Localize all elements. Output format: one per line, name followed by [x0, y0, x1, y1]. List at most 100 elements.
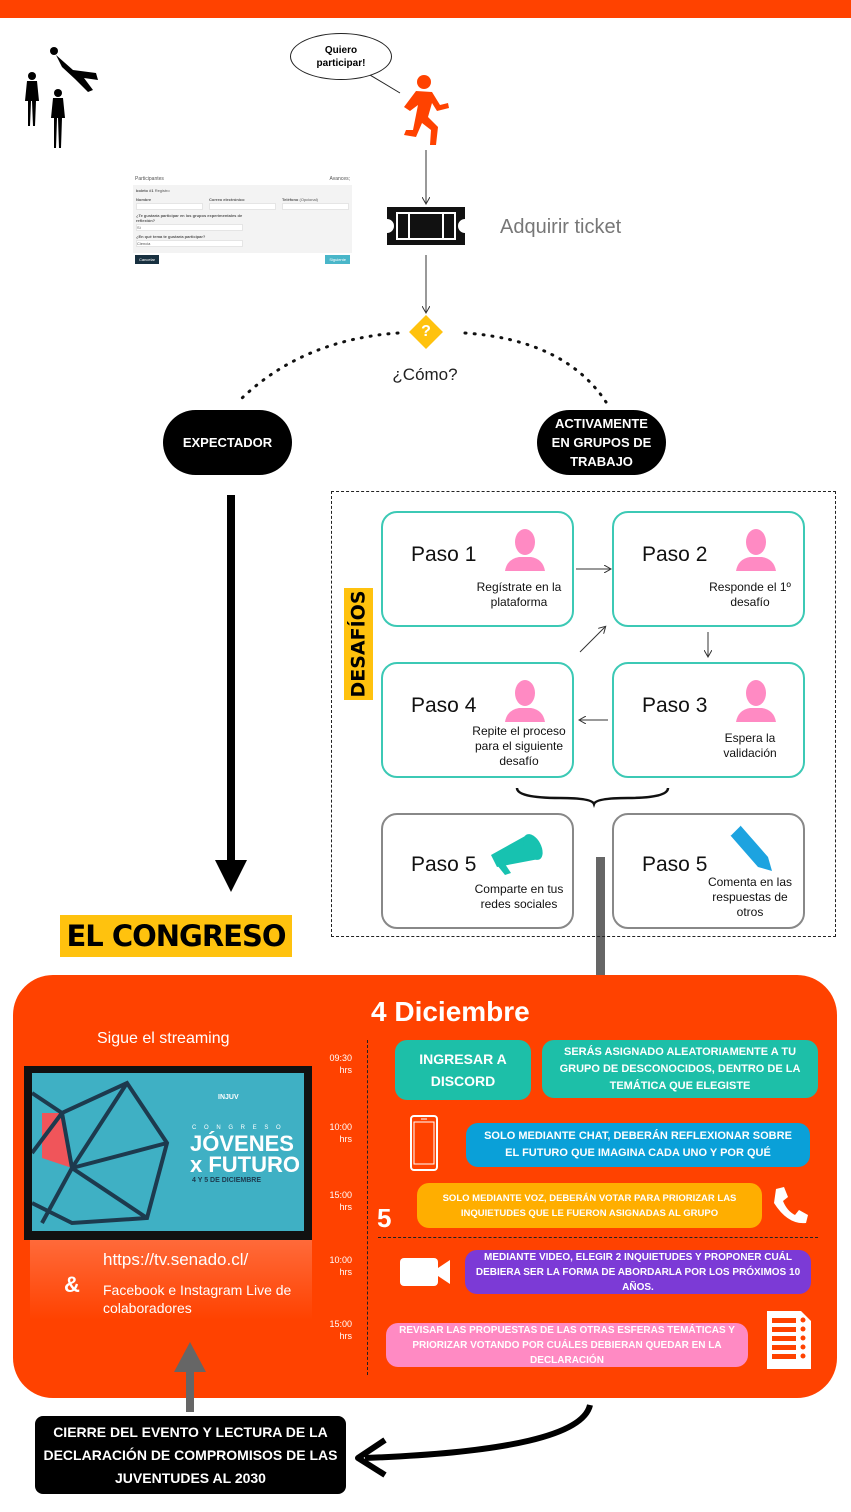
time-unit: hrs [339, 1134, 352, 1144]
big-arrow-shaft [227, 495, 235, 863]
cancel-button[interactable]: Cancelar [135, 255, 160, 264]
assignment-box: SERÁS ASIGNADO ALEATORIAMENTE A TU GRUPO… [542, 1040, 818, 1098]
dotted-arc-right [463, 331, 608, 404]
injuv-logo: INJUV [218, 1094, 239, 1101]
screen-title-2: x FUTURO [190, 1152, 300, 1177]
polyhedron-graphic [32, 1080, 170, 1226]
time-0: 09:30 hrs [322, 1052, 352, 1076]
time-2: 15:00 hrs [322, 1189, 352, 1213]
time-unit: hrs [339, 1331, 352, 1341]
timeline-line [367, 1040, 368, 1375]
big-arrow-head [215, 860, 247, 892]
screen-congreso: C O N G R E S O [192, 1125, 284, 1131]
step-desc: Responde el 1º desafío [709, 580, 791, 609]
video-box: MEDIANTE VIDEO, ELEGIR 2 INQUIETUDES Y P… [465, 1250, 811, 1294]
step-5-share: Paso 5 Comparte en tus redes sociales [381, 813, 574, 929]
time-4: 15:00 hrs [322, 1318, 352, 1342]
form-ticket-sub: Registro [154, 188, 170, 193]
phone-field[interactable] [282, 203, 349, 210]
phone-optional: (Opcional) [299, 197, 318, 202]
discord-box[interactable]: INGRESAR A DISCORD [395, 1040, 531, 1100]
time-unit: hrs [339, 1202, 352, 1212]
video-reflection [30, 1240, 312, 1320]
registration-form-screenshot: Participantes Avances; boleto #1 Registro… [133, 173, 352, 278]
step-desc: Repite el proceso para el siguiente desa… [472, 724, 566, 768]
step-title: Paso 4 [411, 694, 477, 717]
streaming-label: Sigue el streaming [97, 1030, 230, 1047]
time-3: 10:00 hrs [322, 1254, 352, 1278]
desafios-text: DESAFÍOS [347, 590, 370, 698]
person-icon [505, 680, 545, 722]
checklist-icon [767, 1311, 811, 1369]
email-label: Correo electrónico [209, 197, 245, 202]
activamente-pill: ACTIVAMENTE EN GRUPOS DE TRABAJO [537, 410, 666, 475]
next-button[interactable]: Siguiente [325, 255, 350, 264]
step-4: Paso 4 Repite el proceso para el siguient… [381, 662, 574, 778]
ampersand: & [64, 1272, 80, 1297]
q2-label: ¿En qué tema te gustaría participar? [136, 234, 206, 239]
bubble-tail [370, 75, 401, 94]
people-icon [25, 47, 98, 148]
megaphone-icon [491, 834, 543, 875]
question-mark: ? [421, 323, 431, 340]
time-value: 10:00 [329, 1255, 352, 1265]
q2-value: Ciencia [137, 241, 151, 246]
form-right: Avances; [329, 176, 350, 182]
event-date: 4 Diciembre [371, 996, 530, 1027]
email-field[interactable] [209, 203, 276, 210]
social-streaming: Facebook e Instagram Live de colaborador… [103, 1282, 292, 1316]
step-desc: Comenta en las respuestas de otros [707, 875, 793, 919]
ticket-label: Adquirir ticket [500, 216, 622, 238]
como-label: ¿Cómo? [392, 365, 458, 384]
speech-bubble: Quiero participar! [290, 33, 392, 80]
ticket-icon [387, 207, 465, 245]
form-ticket: boleto #1 [136, 188, 154, 193]
q2-select[interactable]: Ciencia [136, 240, 243, 247]
closing-box: CIERRE DEL EVENTO Y LECTURA DE LA DECLAR… [35, 1416, 346, 1494]
chat-box: SOLO MEDIANTE CHAT, DEBERÁN REFLEXIONAR … [466, 1123, 810, 1167]
top-bar [0, 0, 851, 18]
person-icon [505, 529, 545, 571]
person-icon [736, 680, 776, 722]
expectador-pill: EXPECTADOR [163, 410, 292, 475]
phone-icon [774, 1187, 808, 1224]
q1-label: ¿Te gustaría participar en los grupos ex… [136, 213, 243, 223]
time-value: 10:00 [329, 1122, 352, 1132]
time-unit: hrs [339, 1065, 352, 1075]
crayon-icon [729, 824, 772, 871]
gray-arrow-shaft [596, 857, 605, 1007]
time-value: 09:30 [329, 1053, 352, 1063]
name-field[interactable] [136, 203, 203, 210]
person-icon [736, 529, 776, 571]
q1-select[interactable]: Sí [136, 224, 243, 231]
video-camera-icon [400, 1258, 450, 1286]
dotted-arc-left [236, 331, 400, 404]
running-person-icon [404, 75, 449, 145]
streaming-url[interactable]: https://tv.senado.cl/ [103, 1250, 249, 1269]
day-5-label: 5 [377, 1203, 392, 1233]
step-desc: Espera la validación [723, 731, 777, 760]
step-title: Paso 2 [642, 543, 708, 566]
name-label: Nombre [136, 197, 152, 202]
day-divider [378, 1237, 818, 1238]
time-unit: hrs [339, 1267, 352, 1277]
time-value: 15:00 [329, 1190, 352, 1200]
screen-title-1: JÓVENES [190, 1131, 294, 1156]
time-value: 15:00 [329, 1319, 352, 1329]
form-title: Participantes [135, 176, 164, 182]
step-title: Paso 5 [411, 853, 477, 876]
step-desc: Regístrate en la plataforma [476, 580, 562, 609]
q1-value: Sí [137, 225, 141, 230]
time-1: 10:00 hrs [322, 1121, 352, 1145]
desafios-label: DESAFÍOS [344, 588, 373, 700]
smartphone-icon [410, 1115, 438, 1171]
step-title: Paso 5 [642, 853, 708, 876]
step-desc: Comparte en tus redes sociales [474, 882, 564, 911]
phone-label: Teléfono [282, 197, 299, 202]
